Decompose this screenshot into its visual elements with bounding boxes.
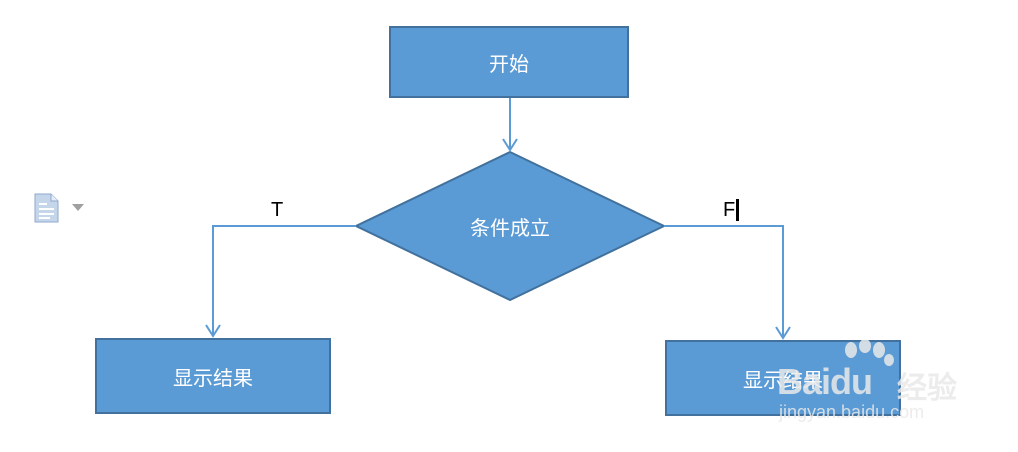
false-branch-label: F <box>723 199 736 221</box>
arrow-true-branch <box>205 225 356 338</box>
decision-node-label: 条件成立 <box>470 215 550 240</box>
document-icon <box>34 193 59 223</box>
start-node: 开始 <box>389 26 629 98</box>
text-cursor <box>736 199 739 221</box>
arrow-false-branch <box>664 225 791 340</box>
start-node-label: 开始 <box>489 51 529 76</box>
true-result-label: 显示结果 <box>173 365 253 390</box>
paste-options-button[interactable] <box>33 192 85 224</box>
true-result-node: 显示结果 <box>95 338 331 414</box>
decision-node: 条件成立 <box>356 152 664 300</box>
arrow-start-to-decision <box>502 98 518 152</box>
decision-diamond <box>353 150 667 302</box>
true-branch-label: T <box>271 199 284 221</box>
false-result-label: 显示结果 <box>743 367 823 392</box>
chevron-down-icon <box>72 204 84 211</box>
false-result-node: 显示结果 <box>665 340 901 416</box>
